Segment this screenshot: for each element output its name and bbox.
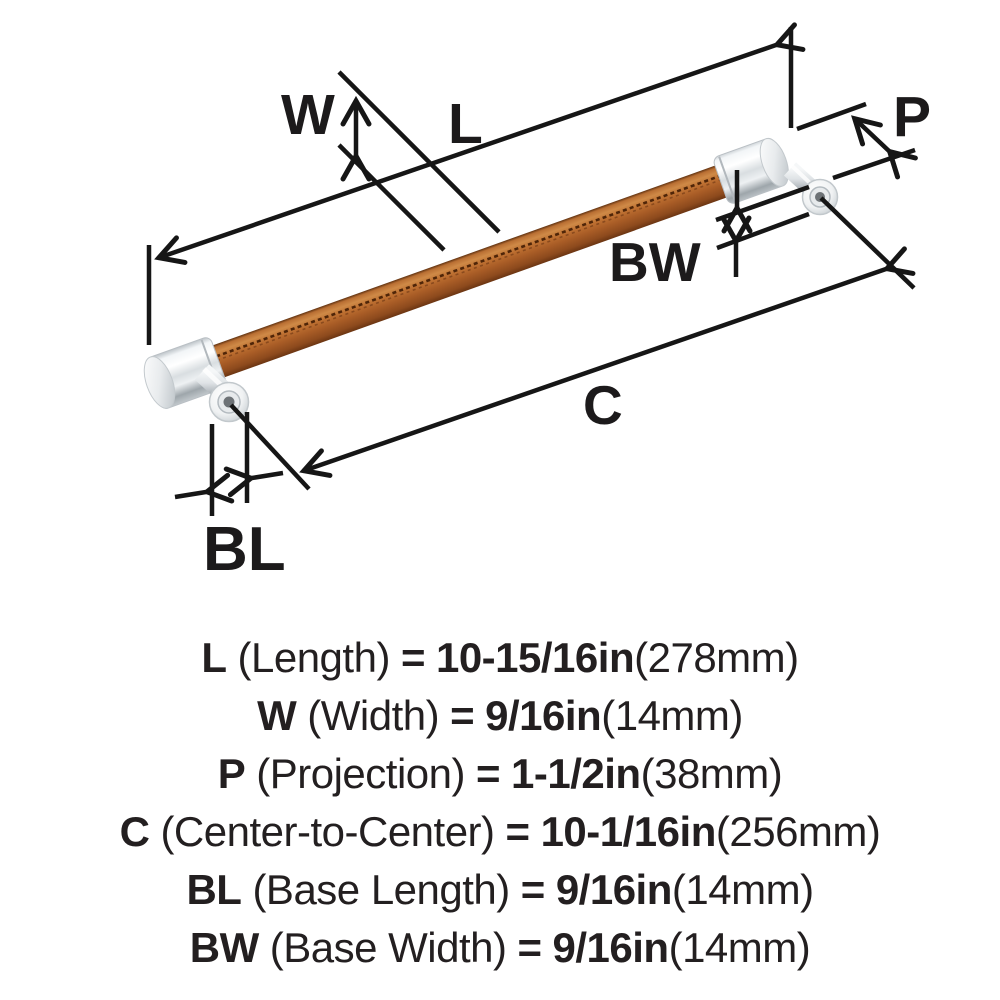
projection-arrow	[851, 115, 918, 180]
spec-metric: (14mm)	[671, 866, 814, 913]
handle-diagram: W L P BW C BL	[143, 22, 931, 584]
center-dimension-line	[299, 246, 916, 478]
spec-metric: (256mm)	[715, 808, 881, 855]
spec-value: 9/16in	[555, 866, 673, 913]
spec-metric: (14mm)	[668, 924, 811, 971]
base-width-label: BW	[609, 231, 701, 293]
spec-equals: =	[476, 750, 501, 797]
spec-symbol: C	[119, 808, 150, 855]
spec-value: 9/16in	[552, 924, 670, 971]
dimension-lines	[146, 22, 918, 516]
spec-symbol: P	[217, 750, 246, 797]
projection-extension-lower	[832, 147, 916, 181]
spec-symbol: BL	[186, 866, 242, 913]
spec-value: 10-15/16in	[435, 634, 635, 681]
spec-row-base-length: BL(Base Length)=9/16in(14mm)	[0, 861, 1000, 919]
spec-row-projection: P(Projection)=1-1/2in(38mm)	[0, 745, 1000, 803]
spec-name: (Base Width)	[269, 924, 507, 971]
projection-label: P	[893, 85, 931, 149]
spec-symbol: L	[201, 634, 227, 681]
spec-name: (Projection)	[256, 750, 465, 797]
spec-value: 1-1/2in	[511, 750, 641, 797]
left-end-cap	[143, 337, 227, 409]
spec-row-length: L(Length)=10-15/16in(278mm)	[0, 629, 1000, 687]
base-length-left-arrow	[223, 466, 284, 498]
base-width-extension-lower	[716, 211, 810, 251]
length-dimension-line	[154, 22, 806, 265]
spec-row-base-width: BW(Base Width)=9/16in(14mm)	[0, 919, 1000, 977]
spec-value: 9/16in	[485, 692, 602, 739]
spec-name: (Width)	[307, 692, 440, 739]
spec-metric: (278mm)	[634, 634, 799, 681]
length-label: L	[448, 92, 483, 156]
spec-row-center-to-center: C(Center-to-Center)=10-1/16in(256mm)	[0, 803, 1000, 861]
spec-metric: (14mm)	[601, 692, 743, 739]
spec-equals: =	[450, 692, 475, 739]
spec-symbol: W	[257, 692, 297, 739]
dimension-legend: L(Length)=10-15/16in(278mm) W(Width)=9/1…	[0, 629, 1000, 977]
base-length-right-arrow	[174, 472, 235, 504]
spec-equals: =	[517, 924, 542, 971]
spec-symbol: BW	[189, 924, 259, 971]
spec-name: (Base Length)	[252, 866, 510, 913]
spec-row-width: W(Width)=9/16in(14mm)	[0, 687, 1000, 745]
projection-extension-upper	[796, 101, 867, 132]
spec-metric: (38mm)	[640, 750, 783, 797]
spec-equals: =	[400, 634, 426, 681]
center-to-center-label: C	[583, 374, 623, 436]
spec-equals: =	[505, 808, 531, 855]
center-extension-left	[229, 403, 311, 491]
width-label: W	[281, 83, 335, 147]
spec-name: (Center-to-Center)	[160, 808, 495, 855]
spec-equals: =	[520, 866, 546, 913]
spec-value: 10-1/16in	[540, 808, 717, 855]
base-length-label: BL	[203, 515, 286, 584]
spec-name: (Length)	[237, 634, 391, 681]
